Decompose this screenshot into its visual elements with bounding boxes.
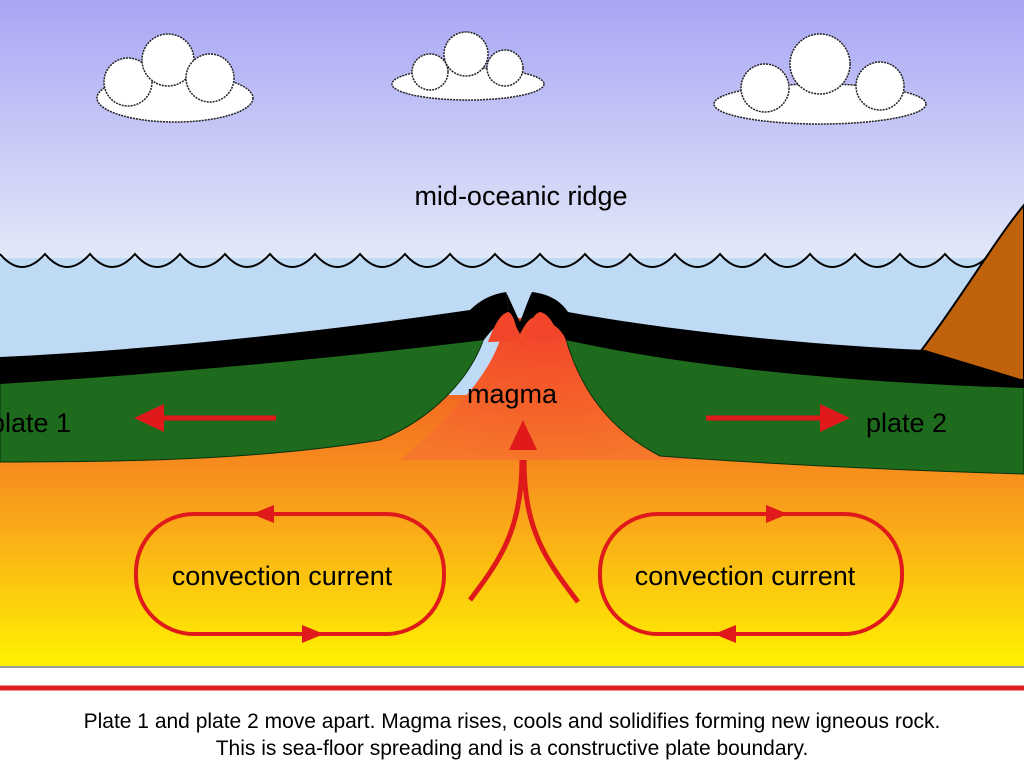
convection-loop-left-icon	[134, 505, 446, 643]
sea-surface-waves	[0, 252, 991, 268]
ridge-peaks	[488, 312, 560, 350]
arrow-right-icon	[706, 404, 850, 432]
plate-right-label: plate 2	[866, 408, 947, 438]
plate-left-label: plate 1	[0, 408, 71, 438]
crust-ridge-notch	[506, 292, 532, 334]
crust-right	[532, 292, 1024, 388]
cloud-icon	[391, 31, 545, 101]
convection-loop-right-icon	[598, 505, 904, 643]
diagram-title: mid-oceanic ridge	[414, 181, 627, 211]
convection-left-label: convection current	[172, 561, 393, 591]
rising-magma-arrowhead-icon	[509, 420, 537, 450]
convection-right-label: convection current	[635, 561, 856, 591]
cloud-icon	[713, 33, 927, 125]
crust-left	[0, 292, 510, 384]
cloud-icon	[96, 33, 254, 123]
magma-label: magma	[467, 379, 558, 409]
arrow-left-icon	[134, 404, 276, 432]
caption-line-2: This is sea-floor spreading and is a con…	[215, 737, 809, 760]
rising-magma-arrow-icon	[467, 459, 580, 604]
caption-line-1: Plate 1 and plate 2 move apart. Magma ri…	[83, 710, 941, 733]
